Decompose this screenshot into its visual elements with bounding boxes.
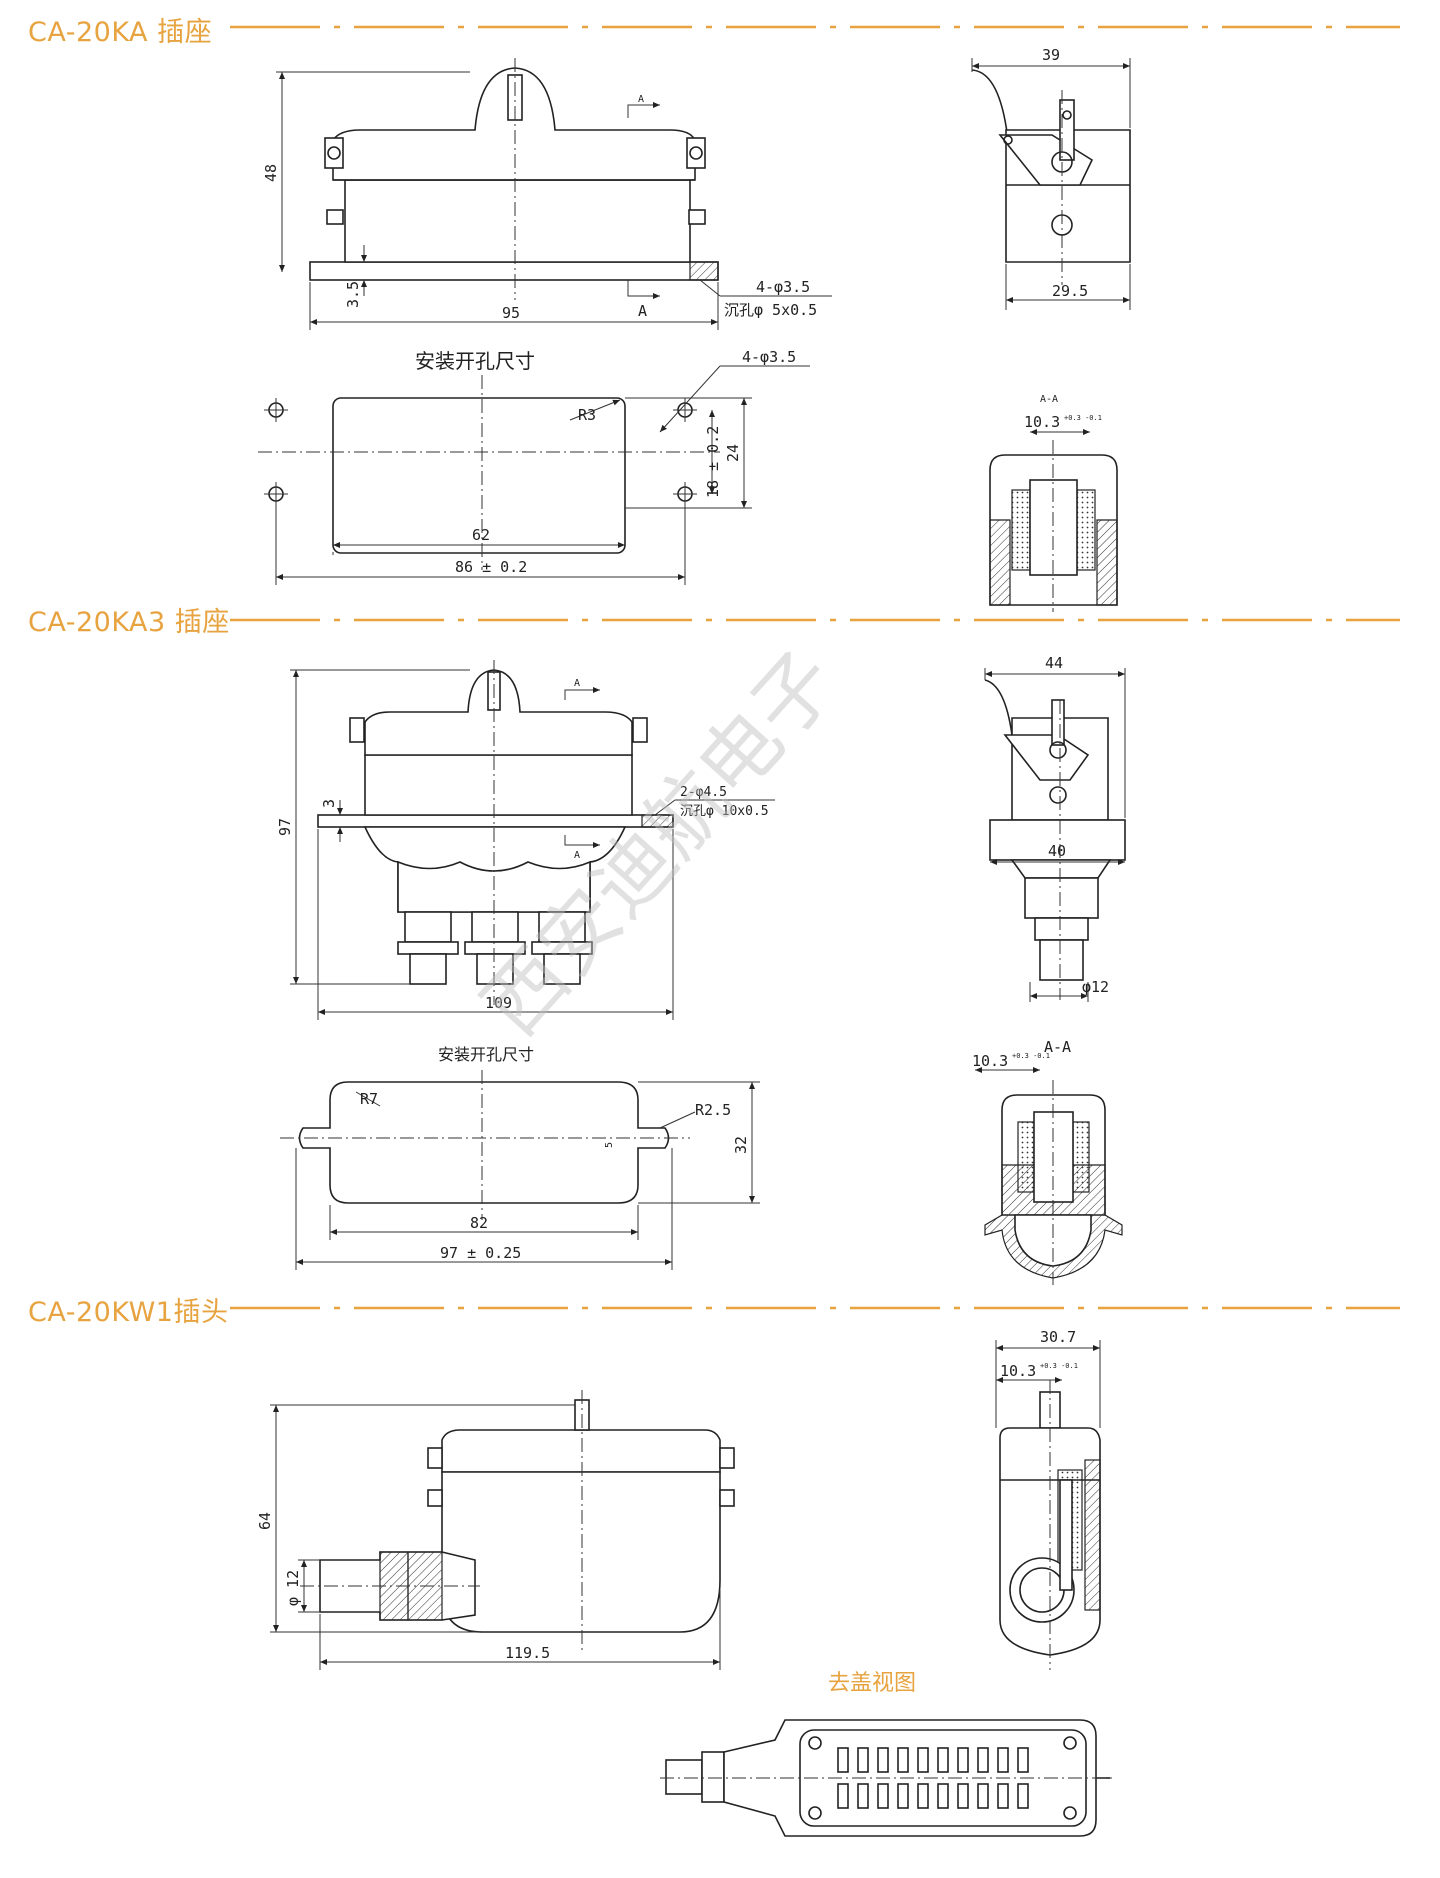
- dim-phi12-kw1: φ 12: [284, 1570, 302, 1606]
- dim-64: 64: [256, 1512, 274, 1530]
- contact-row-lower: [837, 1783, 1029, 1809]
- section-title-ca-20kw1: CA-20KW1插头: [28, 1297, 229, 1328]
- dim-r7: R7: [360, 1090, 378, 1108]
- section-mark-a-ka3-top: A: [574, 678, 580, 689]
- dim-119-5: 119.5: [505, 1644, 550, 1662]
- ca20ka3-front-view: A A 97 3 109 2-φ4.5 沉孔φ 10x0.5: [276, 660, 775, 1020]
- dim-48: 48: [262, 164, 280, 182]
- cutout-title-1: 安装开孔尺寸: [415, 349, 535, 373]
- dim-counterbore: 沉孔φ 5x0.5: [724, 301, 817, 319]
- dim-62: 62: [472, 526, 490, 544]
- ca20ka-cutout-view: 安装开孔尺寸 R3 4-φ3.5 62 86 ± 0.2: [258, 348, 810, 585]
- dim-24: 24: [724, 444, 742, 462]
- dim-phi12-ka3: φ12: [1082, 978, 1109, 996]
- mounting-hole-br: [673, 482, 697, 506]
- dim-2-phi4-5: 2-φ4.5: [680, 785, 727, 800]
- section-mark-a-bottom: A: [638, 302, 647, 320]
- section-mark-a-top: A: [638, 94, 644, 105]
- cover-removed-title: 去盖视图: [828, 1671, 916, 1696]
- dim-3-5: 3.5: [344, 281, 362, 308]
- dim-4-phi3-5-b: 4-φ3.5: [742, 348, 796, 366]
- tol-10-3-a: +0.3 -0.1: [1064, 414, 1102, 422]
- dim-32: 32: [732, 1136, 750, 1154]
- dim-10-3-b: 10.3: [972, 1052, 1008, 1070]
- dim-counterbore-2: 沉孔φ 10x0.5: [680, 804, 769, 819]
- dim-95: 95: [502, 304, 520, 322]
- contact-row-upper: [837, 1747, 1029, 1773]
- ca20ka-front-view: A A 48 3.5 95 4-φ3.5 沉孔φ 5x0.5: [262, 58, 832, 330]
- dim-109: 109: [485, 994, 512, 1012]
- dim-3: 3: [320, 799, 338, 808]
- dim-97-025: 97 ± 0.25: [440, 1244, 521, 1262]
- ca20kw1-side-view: 30.7 10.3 +0.3 -0.1: [995, 1328, 1101, 1670]
- mounting-hole-tr: [673, 398, 697, 422]
- section-label-aa-2: A-A: [1044, 1038, 1071, 1056]
- dim-97-h: 97: [276, 818, 294, 836]
- ca20ka3-cutout-view: 安装开孔尺寸 R7 R2.5 5 32 82 97 ± 0.25: [280, 1045, 760, 1270]
- ca20ka-side-view: 39 29.5: [971, 46, 1131, 310]
- section-title-ca-20ka3: CA-20KA3 插座: [28, 607, 230, 638]
- ca20kw1-cover-removed-view: 去盖视图: [660, 1671, 1115, 1837]
- dim-39: 39: [1042, 46, 1060, 64]
- dim-82: 82: [470, 1214, 488, 1232]
- ca20ka-section-aa: A-A 10.3 +0.3 -0.1: [989, 394, 1118, 612]
- dim-30-7: 30.7: [1040, 1328, 1076, 1346]
- dim-r2-5: R2.5: [695, 1101, 731, 1119]
- dim-10-3-c: 10.3: [1000, 1362, 1036, 1380]
- dim-r3: R3: [578, 406, 596, 424]
- section-mark-a-ka3-bottom: A: [574, 850, 580, 861]
- dim-44: 44: [1045, 654, 1063, 672]
- dim-5: 5: [604, 1142, 615, 1148]
- tol-10-3-b: +0.3 -0.1: [1012, 1052, 1050, 1060]
- section-title-ca-20ka: CA-20KA 插座: [28, 17, 213, 48]
- tol-10-3-c: +0.3 -0.1: [1040, 1362, 1078, 1370]
- dim-40: 40: [1048, 842, 1066, 860]
- dim-4-phi3-5: 4-φ3.5: [756, 278, 810, 296]
- dim-18: 18 ± 0.2: [704, 426, 722, 498]
- cutout-title-2: 安装开孔尺寸: [438, 1045, 534, 1064]
- dim-10-3-a: 10.3: [1024, 413, 1060, 431]
- ca20kw1-front-view: 64 φ 12 119.5: [256, 1390, 735, 1670]
- mounting-hole-tl: [264, 398, 288, 422]
- ca20ka3-side-view: 44 40 φ12: [984, 654, 1126, 1002]
- section-label-aa-1: A-A: [1040, 394, 1058, 405]
- mounting-hole-bl: [264, 482, 288, 506]
- ca20ka3-section-aa: A-A 10.3 +0.3 -0.1: [972, 1038, 1123, 1285]
- dim-29-5: 29.5: [1052, 282, 1088, 300]
- dim-86: 86 ± 0.2: [455, 558, 527, 576]
